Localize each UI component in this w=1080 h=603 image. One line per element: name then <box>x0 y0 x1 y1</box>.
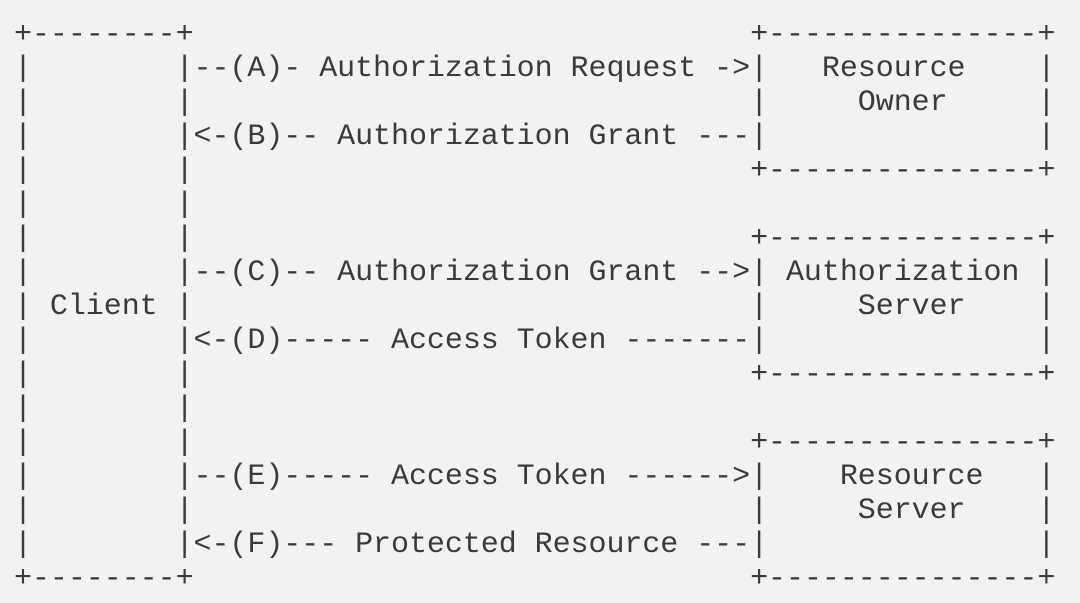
diagram-line-spacer-2: | | <box>14 392 194 426</box>
diagram-line-access-token-d: | |<-(D)----- Access Token -------| | <box>14 324 1056 358</box>
diagram-line-client-label: | Client | | Server | <box>14 290 1056 324</box>
diagram-line-authorization-grant-c: | |--(C)-- Authorization Grant -->| Auth… <box>14 256 1056 290</box>
diagram-line-resource-owner-label: | | | Owner | <box>14 86 1056 120</box>
diagram-line-resource-server-label: | | | Server | <box>14 494 1056 528</box>
diagram-line-authorization-server-top: | | +---------------+ <box>14 222 1056 256</box>
diagram-line-client-top-resource-owner-top: +--------+ +---------------+ <box>14 18 1056 52</box>
diagram-line-authorization-server-bottom: | | +---------------+ <box>14 358 1056 392</box>
diagram-line-authorization-grant-b: | |<-(B)-- Authorization Grant ---| | <box>14 120 1056 154</box>
diagram-line-authorization-request: | |--(A)- Authorization Request ->| Reso… <box>14 52 1056 86</box>
diagram-line-bottom-border: +--------+ +---------------+ <box>14 562 1056 596</box>
diagram-line-resource-server-top: | | +---------------+ <box>14 426 1056 460</box>
diagram-line-resource-owner-bottom: | | +---------------+ <box>14 154 1056 188</box>
diagram-line-protected-resource-f: | |<-(F)--- Protected Resource ---| | <box>14 528 1056 562</box>
diagram-line-access-token-e: | |--(E)----- Access Token ------>| Reso… <box>14 460 1056 494</box>
diagram-line-spacer-1: | | <box>14 188 194 222</box>
ascii-diagram: +--------+ +---------------+| |--(A)- Au… <box>14 18 1055 596</box>
